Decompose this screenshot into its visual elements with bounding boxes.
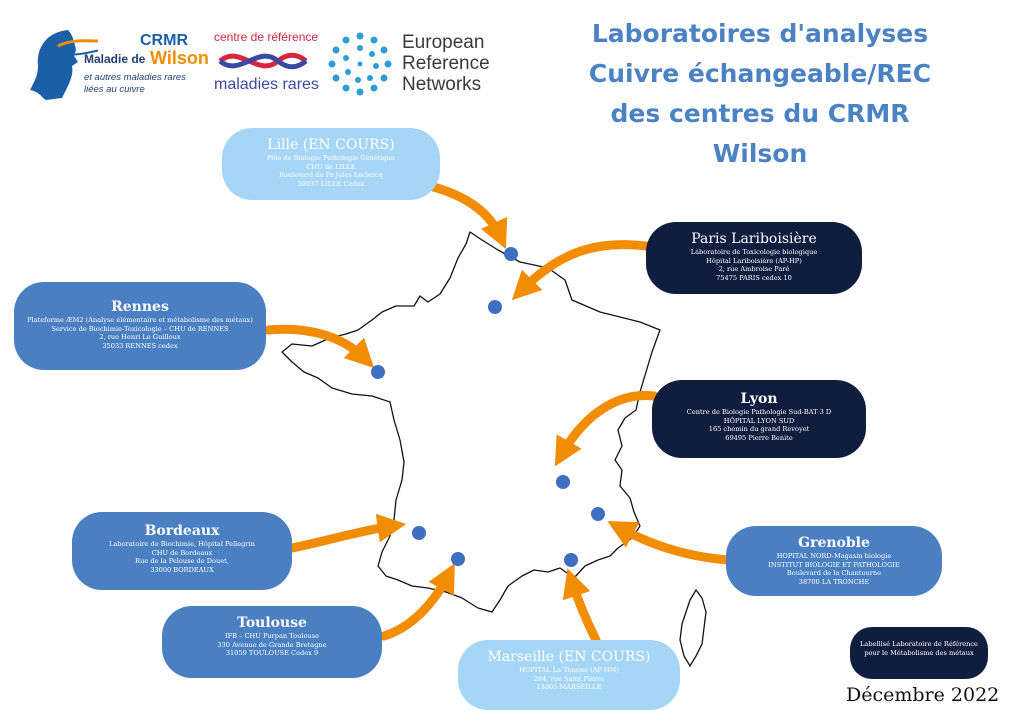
ern-line2: Reference [402,53,490,74]
corsica-outline [679,588,707,668]
title-line1: Laboratoires d'analyses [591,19,929,48]
center-line: IFB – CHU Purpan Toulouse [224,632,319,640]
center-line: CHU de LILLE [306,162,356,171]
center-paris: Paris Lariboisière Laboratoire de Toxico… [646,222,862,294]
center-lille: Lille (EN COURS) Pôle de Biologie Pathol… [222,128,440,200]
center-grenoble: Grenoble HOPITAL NORD-Magasin biologie I… [726,526,942,596]
date-text: Décembre 2022 [846,684,1000,706]
dot-grenoble [591,507,605,521]
center-line: Pôle de Biologie Pathologie Génétique [267,154,395,162]
center-line: 75475 PARIS cedex 10 [716,273,792,282]
center-line: HÔPITAL LYON SUD [723,416,795,425]
center-lyon: Lyon Centre de Biologie Pathologie Sud-B… [652,380,866,458]
arrow-bordeaux [287,513,407,553]
ern-line1: European [402,32,485,53]
arrow-toulouse [379,563,455,641]
dot-lille [504,247,518,261]
label-legend: Labellisé Laboratoire de Référence pour … [850,627,988,679]
center-rennes: Rennes Plateforme ÆM2 (Analyse élémentai… [14,282,266,370]
center-line: HOPITAL La Timone (AP-HM) [519,666,619,674]
center-name: Lyon [740,391,778,407]
ern-line3: Networks [402,74,482,95]
center-line: 59037 LILLE Cedex [297,179,365,188]
ern-logo: European Reference Networks [326,26,506,102]
center-toulouse: Toulouse IFB – CHU Purpan Toulouse 330 A… [162,606,382,678]
center-marseille: Marseille (EN COURS) HOPITAL La Timone (… [458,640,680,710]
center-line: Hôpital Lariboisière (AP-HP) [706,256,802,265]
center-name: Toulouse [237,615,307,631]
cmr-line2: maladies rares [214,76,319,93]
center-line: 264, rue Saint Pierre [533,674,605,683]
center-line: 165 chemin du grand Revoyet [708,425,810,434]
label-line1: Labellisé Laboratoire de Référence [860,640,978,648]
center-bordeaux: Bordeaux Laboratoire de Biochimie, Hôpit… [72,512,292,590]
center-line: Laboratoire de Toxicologie biologique [690,248,818,256]
center-name: Paris Lariboisière [691,231,817,247]
center-line: Laboratoire de Biochimie, Hôpital Pelleg… [109,540,255,548]
crmr-line3: et autres maladies rares [84,72,186,83]
arrow-lyon [554,391,659,467]
crmr-line2: Wilson [150,48,209,68]
center-line: 35033 RENNES cedex [102,341,178,350]
arrow-rennes [263,324,375,369]
crmr-line1: Maladie de [84,52,146,66]
center-line: 330 Avenue de Grande Bretagne [217,640,327,649]
center-line: 2, rue Ambroise Paré [718,265,790,274]
center-line: Boulevard du Pr Jules Leclercq [279,171,383,180]
crmr-wilson-logo: CRMR Maladie de Wilson et autres maladie… [28,26,209,102]
crmr-line4: liées au cuivre [84,84,145,95]
dot-lyon [556,475,570,489]
center-line: INSTITUT BIOLOGIE ET PATHOLOGIE [768,560,900,569]
center-line: 13005 MARSEILLE [536,683,602,692]
center-line: 38700 LA TRONCHE [798,577,870,586]
label-line2: pour le Métabolisme des métaux [864,649,974,657]
center-line: CHU de Bordeaux [151,548,213,557]
center-line: Plateforme ÆM2 (Analyse élémentaire et m… [27,316,253,324]
helix-icon [218,52,308,70]
center-line: HOPITAL NORD-Magasin biologie [776,552,892,560]
center-line: Service de Biochimie-Toxicologie – CHU d… [51,324,229,333]
dot-bordeaux [412,526,426,540]
arrow-lille [425,181,508,250]
title-line2: Cuivre échangeable/REC [588,59,932,88]
center-line: 69495 Pierre Benite [725,433,793,442]
center-name: Lille (EN COURS) [267,137,395,153]
dot-rennes [371,365,385,379]
title-line3: des centres du CRMR Wilson [610,99,910,168]
center-line: Rue de la Pelouse de Douet, [135,557,229,566]
centre-reference-logo: centre de référence maladies rares [212,30,319,100]
face-profile-icon [30,30,98,100]
center-line: 31059 TOULOUSE Cedex 9 [225,649,319,658]
page-title: Laboratoires d'analyses Cuivre échangeab… [560,14,960,174]
arrow-marseille [562,568,601,645]
center-line: 2, rue Henri Le Guilloux [99,333,181,342]
crmr-name: CRMR [140,32,188,49]
arrow-grenoble [607,521,733,565]
dot-toulouse [451,552,465,566]
dot-marseille [564,553,578,567]
center-name: Bordeaux [144,523,220,539]
cmr-line1: centre de référence [214,30,319,44]
center-line: Boulevard de la Chantourne [786,569,882,578]
arrow-paris [511,240,651,301]
center-line: Centre de Biologie Pathologie Sud-BAT 3 … [686,408,832,416]
center-name: Grenoble [798,535,870,551]
dot-paris [488,300,502,314]
france-outline [281,231,661,613]
center-name: Rennes [111,299,169,315]
center-line: 33000 BORDEAUX [150,565,214,574]
ern-dots-icon [328,32,392,96]
center-name: Marseille (EN COURS) [487,649,651,665]
